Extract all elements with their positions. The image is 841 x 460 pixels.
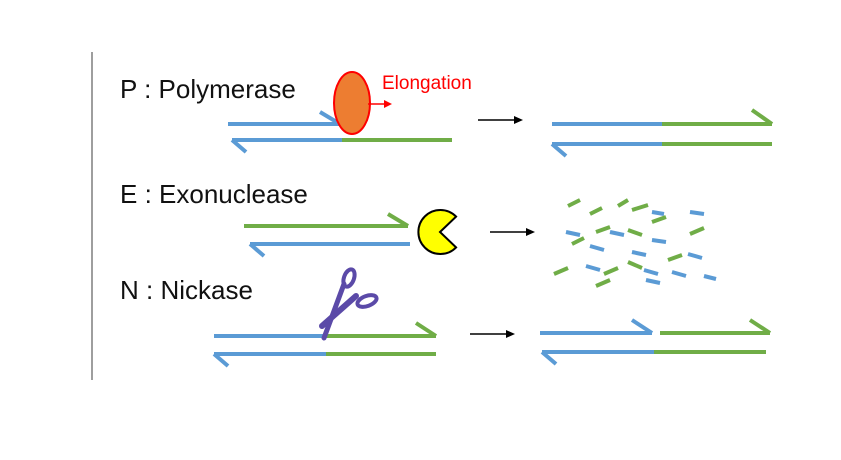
elongation-arrowhead xyxy=(384,100,392,108)
exo-bottom-arrowhead xyxy=(248,242,266,258)
nick-top-arrowhead xyxy=(414,321,438,338)
exonuclease-section: E : Exonuclease xyxy=(120,179,717,288)
nickase-after-duplex xyxy=(540,318,772,366)
fragment-blue xyxy=(609,230,625,237)
polymerase-before-duplex xyxy=(228,110,452,154)
polymerase-section: P : Polymerase Elongation xyxy=(120,71,774,158)
fragment-blue xyxy=(651,210,665,216)
fragment-green xyxy=(603,266,619,276)
fragment-green xyxy=(651,215,667,224)
after-nick-bottom-arrowhead xyxy=(540,350,558,366)
fragment-blue xyxy=(631,250,647,257)
fragment-green xyxy=(631,203,649,212)
degraded-fragments xyxy=(553,198,717,288)
exonuclease-label: E : Exonuclease xyxy=(120,179,308,209)
fragment-green xyxy=(571,236,585,246)
scissors-icon xyxy=(319,267,379,341)
fragment-green xyxy=(553,266,569,276)
fragment-green xyxy=(627,228,643,237)
fragment-blue xyxy=(589,244,605,252)
fragment-green xyxy=(689,226,705,236)
strand-bottom-arrowhead xyxy=(230,138,248,154)
fragment-green xyxy=(595,278,611,288)
fragment-blue xyxy=(651,238,667,244)
nickase-duplex xyxy=(212,321,438,368)
nickase-label: N : Nickase xyxy=(120,275,253,305)
fragment-blue xyxy=(703,274,717,281)
process-arrowhead-n xyxy=(506,330,515,338)
after-nick-top-blue-arrowhead xyxy=(630,318,654,335)
nick-bottom-arrowhead xyxy=(212,352,230,368)
fragment-green xyxy=(627,260,643,270)
exo-top-arrowhead xyxy=(386,212,410,228)
polymerase-icon xyxy=(333,71,371,135)
fragment-blue xyxy=(671,270,687,278)
polymerase-label: P : Polymerase xyxy=(120,74,296,104)
nickase-section: N : Nickase xyxy=(120,267,772,368)
fragment-blue xyxy=(643,268,659,276)
fragment-blue xyxy=(585,264,601,272)
fragment-green xyxy=(616,198,630,208)
after-bottom-arrowhead xyxy=(550,142,568,158)
fragment-green xyxy=(567,198,581,208)
polymerase-after-duplex xyxy=(550,108,774,158)
fragment-green xyxy=(667,253,683,262)
exonuclease-duplex xyxy=(244,212,410,258)
fragment-blue xyxy=(687,252,703,260)
fragment-green xyxy=(589,206,603,216)
fragment-green xyxy=(595,225,611,234)
process-arrowhead-e xyxy=(526,228,535,236)
pacman-icon xyxy=(417,209,458,255)
fragment-blue xyxy=(645,278,661,285)
after-top-arrowhead xyxy=(750,108,774,126)
fragment-blue xyxy=(689,210,705,216)
process-arrowhead-p xyxy=(514,116,523,124)
after-nick-top-green-arrowhead xyxy=(748,318,772,335)
fragment-blue xyxy=(565,230,581,237)
elongation-label: Elongation xyxy=(382,73,472,94)
